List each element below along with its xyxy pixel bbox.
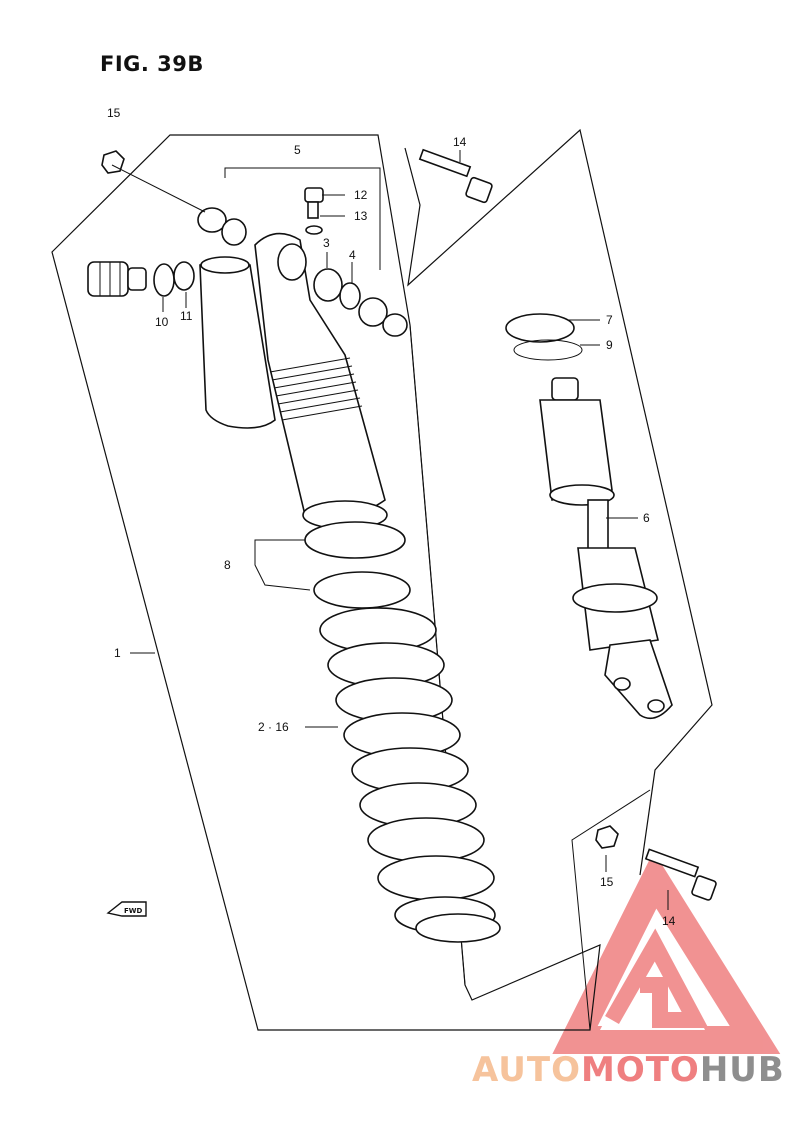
callout-labels: 15 5 14 12 13 3 4 10 11 7 9 6 8 1 2 · 16…: [107, 106, 676, 928]
shock-body: [254, 232, 388, 530]
coil-spring: [319, 607, 501, 943]
callout-8: 8: [224, 558, 231, 572]
figure-title: FIG. 39B: [100, 52, 204, 76]
callout-9: 9: [606, 338, 613, 352]
callout-14-top: 14: [453, 135, 467, 149]
reservoir: [199, 256, 276, 429]
callout-3: 3: [323, 236, 330, 250]
damper-rod: [539, 377, 673, 720]
rod-group-outline: [404, 128, 713, 876]
callout-7: 7: [606, 313, 613, 327]
top-bushings: [101, 148, 493, 337]
callout-14-bottom: 14: [662, 914, 676, 928]
callout-6: 6: [643, 511, 650, 525]
callout-13: 13: [354, 209, 368, 223]
watermark-text: AUTOMOTOHUB: [472, 1050, 785, 1090]
callout-15-bottom: 15: [600, 875, 614, 889]
callout-5: 5: [294, 143, 301, 157]
fwd-label: FWD: [124, 907, 143, 915]
fwd-arrow-icon: FWD: [106, 901, 147, 917]
watermark-logo-icon: [552, 851, 781, 1054]
leader-lines: [111, 150, 669, 910]
callout-11: 11: [180, 309, 193, 323]
watermark-part-2: MOTO: [580, 1050, 700, 1090]
reservoir-cap: [87, 261, 195, 297]
callout-12: 12: [354, 188, 368, 202]
callout-10: 10: [155, 315, 169, 329]
watermark-part-3: HUB: [699, 1050, 785, 1090]
callout-4: 4: [349, 248, 356, 262]
callout-2-16: 2 · 16: [258, 720, 289, 734]
watermark-part-1: AUTO: [472, 1050, 581, 1090]
spring-guide-rings: [505, 313, 583, 361]
callout-1: 1: [114, 646, 121, 660]
spring-adjusters: [304, 521, 411, 609]
lower-fasteners: [595, 825, 717, 901]
callout-15-top: 15: [107, 106, 121, 120]
assembly-outline: [51, 134, 601, 1031]
